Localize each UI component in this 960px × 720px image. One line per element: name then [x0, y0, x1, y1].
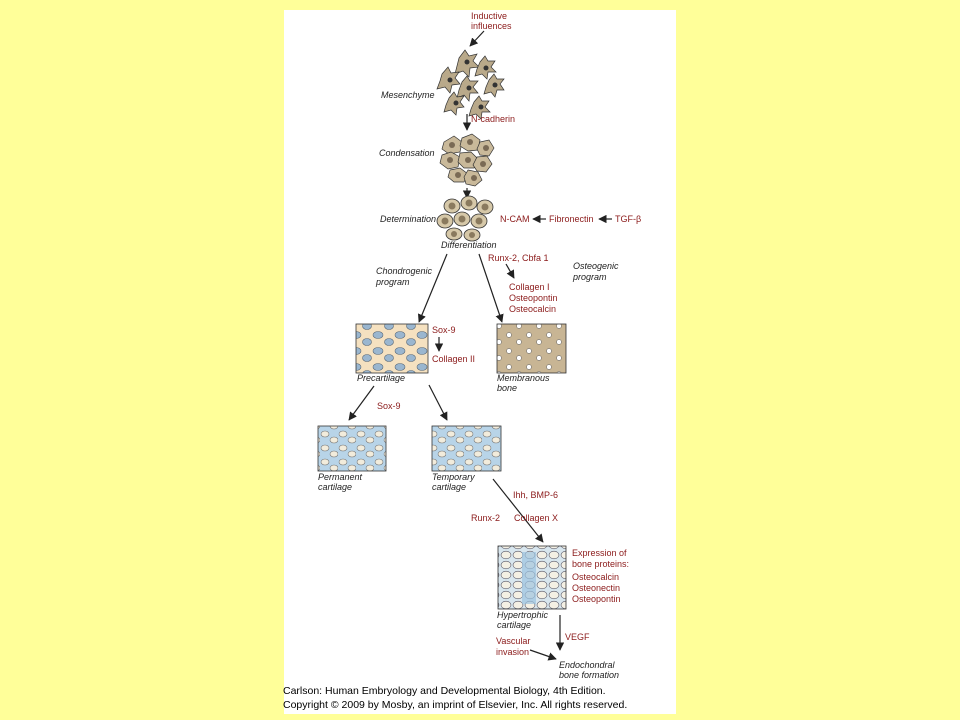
runx2-label: Runx-2 — [471, 513, 500, 523]
hypertrophic-vessel — [522, 552, 536, 604]
temporary-cartilage-label: Temporary cartilage — [432, 472, 477, 492]
arrow-to-membranous-bone — [478, 253, 504, 323]
caption-line-2: Copyright © 2009 by Mosby, an imprint of… — [283, 699, 628, 711]
bone-matrix-proteins-label: Collagen I Osteopontin Osteocalcin — [509, 282, 560, 314]
endochondral-line-2: bone formation — [559, 670, 619, 680]
figure-panel: Inductive influences Mesenchyme N-cadher… — [284, 10, 676, 714]
mesenchyme-label: Mesenchyme — [381, 90, 435, 100]
membranous-line-2: bone — [497, 383, 517, 393]
membranous-bone-label: Membranous bone — [497, 373, 552, 393]
inductive-influences-label: Inductive influences — [471, 11, 512, 31]
endochondral-line-1: Endochondral — [559, 660, 616, 670]
n-cadherin-label: N-cadherin — [471, 114, 515, 124]
expression-proteins: Osteocalcin Osteonectin Osteopontin — [572, 572, 623, 604]
osteogenic-line-2: program — [572, 272, 607, 282]
hypertrophic-line-2: cartilage — [497, 620, 531, 630]
chondrogenic-line-2: program — [375, 277, 410, 287]
osteogenic-line-1: Osteogenic — [573, 261, 619, 271]
sox9-lower-label: Sox-9 — [377, 401, 401, 411]
expression-line-2: bone proteins: — [572, 559, 629, 569]
collagen-x-label: Collagen X — [514, 513, 558, 523]
membranous-bone-tissue — [496, 323, 567, 374]
osteopontin-label-1: Osteopontin — [509, 293, 558, 303]
vascular-line-1: Vascular — [496, 636, 530, 646]
diagram-svg: Inductive influences Mesenchyme N-cadher… — [317, 11, 641, 680]
osteocalcin-label-1: Osteocalcin — [509, 304, 556, 314]
arrow-to-permanent-cartilage — [348, 385, 375, 421]
arrow-runx2-collagen — [505, 263, 515, 279]
inductive-line-2: influences — [471, 21, 512, 31]
osteonectin-label: Osteonectin — [572, 583, 620, 593]
inductive-line-1: Inductive — [471, 11, 507, 21]
n-cam-label: N-CAM — [500, 214, 530, 224]
vascular-line-2: invasion — [496, 647, 529, 657]
permanent-line-2: cartilage — [318, 482, 352, 492]
temporary-line-1: Temporary — [432, 472, 475, 482]
ihh-bmp6-label: Ihh, BMP-6 — [513, 490, 558, 500]
determination-label: Determination — [380, 214, 436, 224]
hypertrophic-line-1: Hypertrophic — [497, 610, 549, 620]
precartilage-label: Precartilage — [357, 373, 405, 383]
precartilage-tissue — [355, 323, 429, 374]
arrow-inductive — [469, 30, 485, 47]
membranous-line-1: Membranous — [497, 373, 550, 383]
determination-nuclei — [441, 199, 489, 238]
arrow-to-precartilage — [417, 253, 448, 323]
expression-line-1: Expression of — [572, 548, 627, 558]
endochondral-bone-label: Endochondral bone formation — [559, 660, 619, 680]
mesenchyme-nuclei — [447, 59, 498, 110]
hypertrophic-cartilage-label: Hypertrophic cartilage — [497, 610, 551, 630]
condensation-label: Condensation — [379, 148, 435, 158]
osteogenic-program-label: Osteogenic program — [572, 261, 621, 282]
permanent-cartilage-label: Permanent cartilage — [318, 472, 365, 492]
condensation-nuclei — [447, 139, 489, 181]
temporary-cartilage-tissue — [431, 425, 502, 472]
collagen-i-label: Collagen I — [509, 282, 550, 292]
differentiation-label: Differentiation — [441, 240, 497, 250]
permanent-line-1: Permanent — [318, 472, 363, 482]
fibronectin-label: Fibronectin — [549, 214, 594, 224]
chondrogenic-program-label: Chondrogenic program — [375, 266, 435, 287]
runx2-cbfa1-label: Runx-2, Cbfa 1 — [488, 253, 549, 263]
caption-line-1: Carlson: Human Embryology and Developmen… — [283, 685, 606, 697]
copyright-caption: Carlson: Human Embryology and Developmen… — [283, 684, 703, 712]
osteocalcin-label-2: Osteocalcin — [572, 572, 619, 582]
vegf-label: VEGF — [565, 632, 590, 642]
collagen-ii-label: Collagen II — [432, 354, 475, 364]
permanent-cartilage-tissue — [317, 425, 387, 472]
chondrogenic-line-1: Chondrogenic — [376, 266, 433, 276]
tgf-beta-label: TGF-β — [615, 214, 641, 224]
vascular-invasion-label: Vascular invasion — [496, 636, 533, 657]
osteopontin-label-2: Osteopontin — [572, 594, 621, 604]
arrow-vascular-invasion — [529, 649, 557, 661]
sox9-top-label: Sox-9 — [432, 325, 456, 335]
temporary-line-2: cartilage — [432, 482, 466, 492]
expression-heading: Expression of bone proteins: — [572, 548, 629, 569]
arrow-to-hypertrophic — [492, 478, 544, 543]
arrow-to-temporary-cartilage — [428, 384, 448, 421]
